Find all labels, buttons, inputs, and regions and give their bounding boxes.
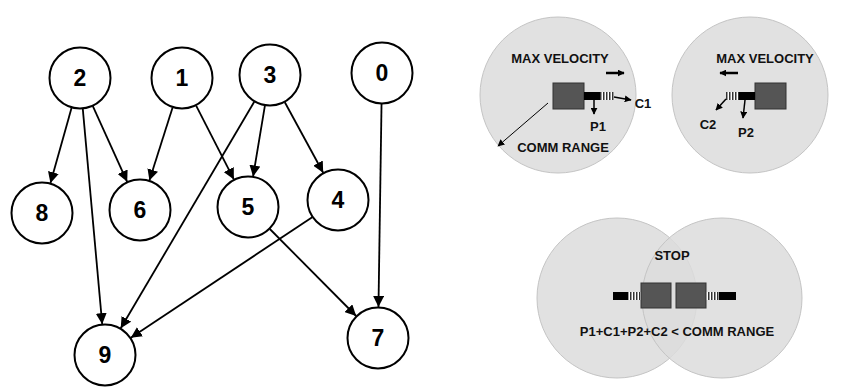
- node-number: 4: [306, 168, 370, 232]
- dependency-arrow: [50, 108, 71, 183]
- annotation-label: C1: [635, 96, 652, 111]
- dependency-arrow: [270, 229, 356, 316]
- robot: [716, 73, 786, 118]
- annotation-label: P1: [590, 119, 606, 134]
- dependency-arrow: [285, 102, 323, 173]
- graph-node: 1: [150, 46, 214, 110]
- annotation-label: P2: [738, 125, 754, 140]
- node-number: 7: [346, 306, 410, 370]
- node-number: 6: [108, 178, 172, 242]
- annotation-label: C2: [700, 117, 717, 132]
- node-number: 5: [216, 175, 280, 239]
- graph-node: 4: [306, 168, 370, 232]
- robot: [498, 73, 631, 146]
- dependency-arrow: [149, 108, 172, 181]
- graph-node: 0: [350, 41, 414, 105]
- graph-node: 7: [346, 306, 410, 370]
- dependency-arrow: [93, 106, 127, 182]
- node-number: 1: [150, 46, 214, 110]
- graph-node: 8: [10, 181, 74, 245]
- node-number: 2: [48, 46, 112, 110]
- annotation-label: STOP: [654, 248, 689, 263]
- graph-node: 9: [73, 323, 137, 387]
- dependency-arrow: [83, 109, 102, 324]
- graph-node: 2: [48, 46, 112, 110]
- dependency-arrow: [378, 104, 381, 307]
- dependency-arrow: [253, 106, 265, 177]
- node-number: 8: [10, 181, 74, 245]
- node-number: 3: [238, 43, 302, 107]
- node-number: 0: [350, 41, 414, 105]
- robot: [613, 283, 736, 308]
- graph-node: 6: [108, 178, 172, 242]
- graph-node: 5: [216, 175, 280, 239]
- annotation-label: P1+C1+P2+C2 < COMM RANGE: [580, 324, 774, 339]
- comm-range-disc: [480, 17, 828, 378]
- annotation-label: COMM RANGE: [517, 140, 609, 155]
- node-number: 9: [73, 323, 137, 387]
- annotation-label: MAX VELOCITY: [511, 51, 609, 66]
- graph-node: 3: [238, 43, 302, 107]
- annotation-label: MAX VELOCITY: [716, 51, 814, 66]
